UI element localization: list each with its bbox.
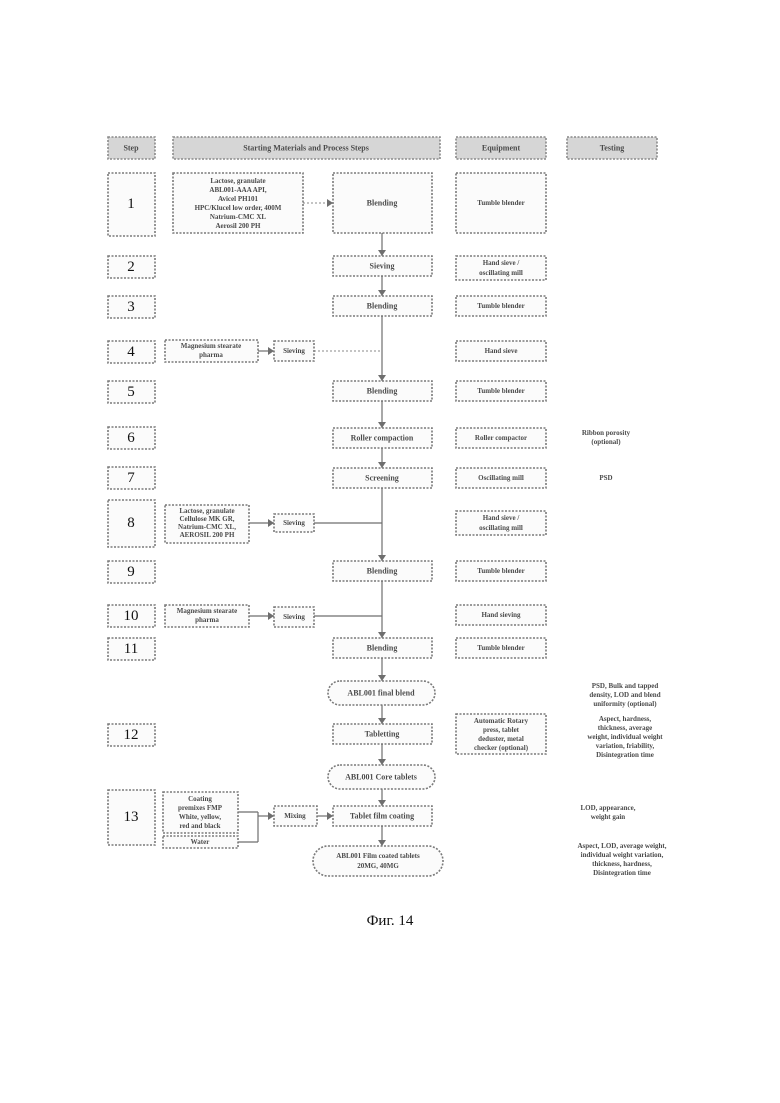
testing-final-a: PSD, Bulk and tapped: [592, 682, 659, 690]
materials-10-line-1: Magnesium stearate: [177, 607, 237, 615]
film-tablets-line-2: 20MG, 40MG: [357, 862, 399, 870]
testing-13b: weight gain: [591, 813, 626, 821]
materials-10-line-2: pharma: [195, 616, 219, 624]
process-label-5: Blending: [367, 387, 398, 396]
testing-12c: weight, individual weight: [587, 733, 663, 741]
materials-8-line-2: Cellulose MK GR,: [179, 515, 234, 523]
materials-8-line-1: Lactose, granulate: [179, 507, 234, 515]
step-number-13: 13: [124, 809, 139, 825]
testing-12e: Disintegration time: [596, 751, 654, 759]
film-tablets-box: [313, 846, 443, 876]
equipment-label-8b: oscillating mill: [479, 524, 523, 532]
equipment-label-2a: Hand sieve /: [483, 259, 521, 267]
equipment-label-12d: checker (optional): [474, 744, 529, 752]
step-number-11: 11: [124, 641, 138, 657]
sieving-label-10: Sieving: [283, 613, 305, 621]
process-label-12: Tabletting: [365, 730, 400, 739]
equipment-label-12a: Automatic Rotary: [474, 717, 529, 725]
process-label-6: Roller compaction: [351, 434, 414, 443]
equipment-label-6: Roller compactor: [475, 434, 527, 442]
equipment-label-1: Tumble blender: [477, 199, 524, 207]
testing-final-c: uniformity (optional): [593, 700, 657, 708]
equipment-label-8a: Hand sieve /: [483, 514, 521, 522]
equipment-label-12c: deduster, metal: [478, 735, 524, 743]
materials-1-line-4: HPC/Klucel low order, 400M: [195, 204, 282, 212]
testing-12a: Aspect, hardness,: [599, 715, 652, 723]
equipment-label-9: Tumble blender: [477, 567, 524, 575]
process-label-7: Screening: [365, 474, 399, 483]
step-number-5: 5: [127, 384, 135, 400]
equipment-label-12b: press, tablet: [483, 726, 520, 734]
materials-13-line-4: red and black: [179, 822, 220, 830]
equipment-label-10: Hand sieving: [481, 611, 521, 619]
sieving-label-8: Sieving: [283, 519, 305, 527]
header-step: Step: [123, 144, 139, 153]
testing-film-c: thickness, hardness,: [592, 860, 652, 868]
sieving-label-4: Sieving: [283, 347, 305, 355]
mixing-label-13: Mixing: [284, 812, 306, 820]
equipment-label-2b: oscillating mill: [479, 269, 523, 277]
testing-12b: thickness, average: [598, 724, 652, 732]
testing-6b: (optional): [591, 438, 621, 446]
materials-1-line-5: Natrium-CMC XL: [210, 213, 267, 221]
equipment-label-5: Tumble blender: [477, 387, 524, 395]
materials-13-line-2: premixes FMP: [178, 804, 223, 812]
equipment-label-7: Oscillating mill: [478, 474, 524, 482]
process-label-3: Blending: [367, 302, 398, 311]
step-number-9: 9: [127, 564, 135, 580]
materials-13-line-3: White, yellow,: [179, 813, 221, 821]
testing-film-d: Disintegration time: [593, 869, 651, 877]
testing-12d: variation, friability,: [596, 742, 655, 750]
header-equipment: Equipment: [482, 144, 521, 153]
materials-8-line-4: AEROSIL 200 PH: [180, 531, 235, 539]
step-number-3: 3: [127, 299, 135, 315]
testing-final-b: density, LOD and blend: [589, 691, 660, 699]
step-number-2: 2: [127, 259, 135, 275]
materials-4-line-1: Magnesium stearate: [181, 342, 241, 350]
core-tablets-label: ABL001 Core tablets: [345, 773, 417, 782]
step-number-10: 10: [124, 608, 139, 624]
step-number-1: 1: [127, 196, 135, 212]
testing-13a: LOD, appearance,: [580, 804, 635, 812]
process-label-13: Tablet film coating: [350, 812, 414, 821]
step-number-12: 12: [124, 727, 139, 743]
materials-13-line-1: Coating: [188, 795, 212, 803]
materials-1-line-6: Aerosil 200 PH: [216, 222, 262, 230]
process-label-1: Blending: [367, 199, 398, 208]
materials-1-line-1: Lactose, granulate: [210, 177, 265, 185]
testing-film-a: Aspect, LOD, average weight,: [577, 842, 666, 850]
process-label-9: Blending: [367, 567, 398, 576]
materials-1-line-3: Avicel PH101: [218, 195, 259, 203]
materials-8-line-3: Natrium-CMC XL,: [178, 523, 236, 531]
process-label-2: Sieving: [370, 262, 395, 271]
header-materials: Starting Materials and Process Steps: [243, 144, 369, 153]
step-number-8: 8: [127, 515, 135, 531]
film-tablets-line-1: ABL001 Film coated tablets: [336, 852, 420, 860]
testing-7: PSD: [599, 474, 612, 482]
process-label-11: Blending: [367, 644, 398, 653]
equipment-label-11: Tumble blender: [477, 644, 524, 652]
materials-4-line-2: pharma: [199, 351, 223, 359]
materials-13-water: Water: [191, 838, 210, 846]
header-testing: Testing: [600, 144, 625, 153]
testing-6a: Ribbon porosity: [582, 429, 631, 437]
equipment-label-4: Hand sieve: [485, 347, 518, 355]
step-number-6: 6: [127, 430, 135, 446]
step-number-7: 7: [127, 470, 135, 486]
materials-1-line-2: ABL001-AAA API,: [209, 186, 266, 194]
figure-caption: Фиг. 14: [0, 913, 780, 930]
final-blend-label: ABL001 final blend: [347, 689, 415, 698]
step-number-4: 4: [127, 344, 135, 360]
testing-film-b: individual weight variation,: [581, 851, 664, 859]
equipment-label-3: Tumble blender: [477, 302, 524, 310]
